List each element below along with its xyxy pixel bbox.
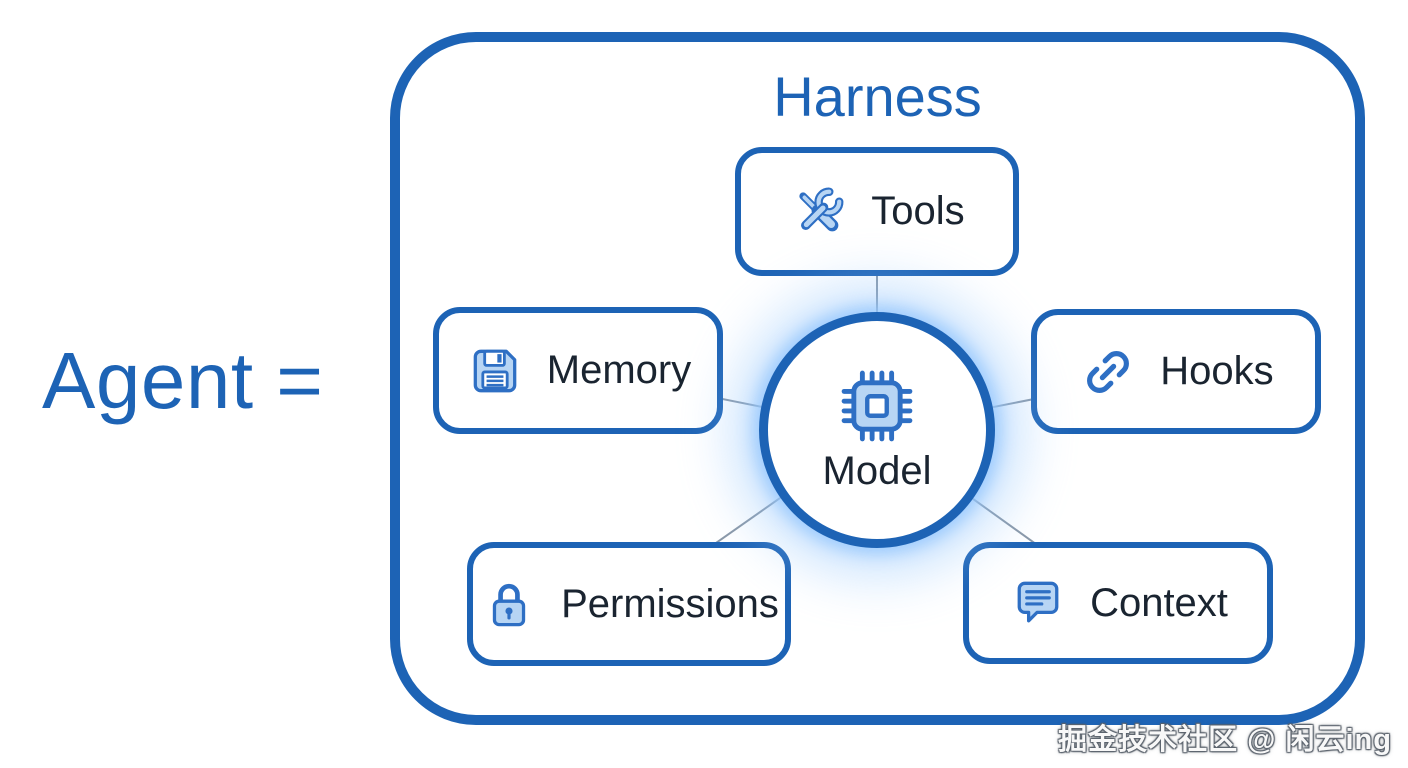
padlock-icon — [479, 574, 539, 634]
node-tools: Tools — [735, 147, 1019, 276]
node-model-label: Model — [822, 448, 932, 493]
watermark: 掘金技术社区 @ 闲云ing — [1058, 724, 1392, 756]
harness-container — [390, 32, 1365, 725]
node-context: Context — [963, 542, 1273, 664]
harness-title: Harness — [773, 65, 982, 128]
node-permissions-label: Permissions — [561, 581, 779, 626]
node-memory: Memory — [433, 307, 723, 434]
wrench-screwdriver-icon — [789, 182, 849, 242]
chat-bubble-icon — [1008, 573, 1068, 633]
agent-equation-label: Agent = — [42, 336, 324, 425]
node-context-label: Context — [1090, 580, 1228, 625]
node-hooks-label: Hooks — [1160, 349, 1274, 393]
node-tools-label: Tools — [871, 189, 965, 233]
node-memory-label: Memory — [546, 348, 692, 392]
node-permissions: Permissions — [467, 542, 791, 666]
chain-link-icon — [1078, 342, 1138, 402]
floppy-disk-icon — [465, 341, 525, 401]
node-model: Model — [759, 312, 995, 548]
node-hooks: Hooks — [1031, 309, 1321, 434]
cpu-chip-icon — [838, 367, 916, 445]
